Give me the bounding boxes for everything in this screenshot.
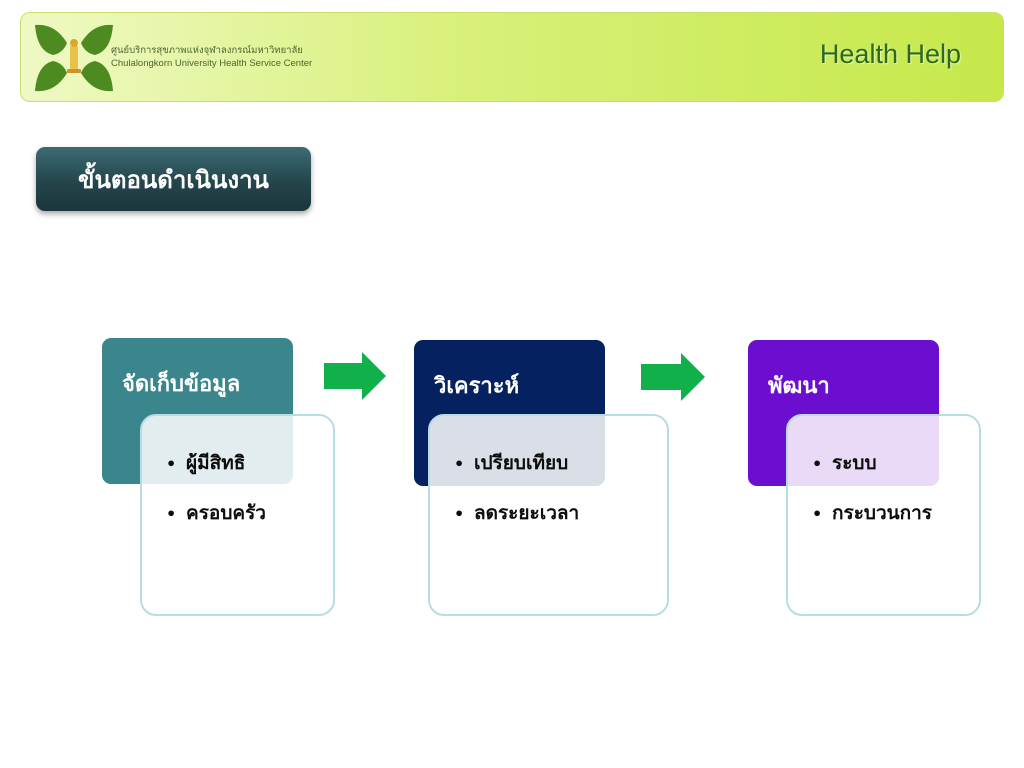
logo-text-thai: ศูนย์บริการสุขภาพแห่งจุฬาลงกรณ์มหาวิทยาล… [111,45,303,56]
bullet-text: ครอบครัว [186,502,266,524]
step-1-bullet-2: • ครอบครัว [166,498,333,548]
step-2-title: วิเคราะห์ [434,373,520,399]
section-title: ขั้นตอนดำเนินงาน [36,147,311,211]
bullet-text: เปรียบเทียบ [474,452,569,474]
step-3-title: พัฒนา [768,373,830,399]
header-banner: ศูนย์บริการสุขภาพแห่งจุฬาลงกรณ์มหาวิทยาล… [20,12,1004,102]
bullet-dot: • [454,504,465,523]
logo-text: ศูนย์บริการสุขภาพแห่งจุฬาลงกรณ์มหาวิทยาล… [111,44,331,70]
bullet-dot: • [454,454,465,473]
bullet-dot: • [812,504,823,523]
step-3-card: • ระบบ • กระบวนการ [786,414,981,616]
step-2-bullet-1: • เปรียบเทียบ [454,448,667,498]
step-1-title: จัดเก็บข้อมูล [122,371,241,397]
bullet-text: กระบวนการ [832,502,933,524]
step-3-bullet-2: • กระบวนการ [812,498,979,548]
step-1-bullet-1: • ผู้มีสิทธิ [166,448,333,498]
logo-text-english: Chulalongkorn University Health Service … [111,58,313,69]
step-1-card: • ผู้มีสิทธิ • ครอบครัว [140,414,335,616]
right-arrow-icon [641,353,705,401]
bullet-text: ระบบ [832,452,877,474]
bullet-dot: • [166,504,177,523]
bullet-text: ลดระยะเวลา [474,502,580,524]
bullet-dot: • [166,454,177,473]
step-2-bullet-2: • ลดระยะเวลา [454,498,667,548]
bullet-dot: • [812,454,823,473]
step-2-card: • เปรียบเทียบ • ลดระยะเวลา [428,414,669,616]
cross-leaf-logo-icon [35,24,113,92]
header-title: Health Help [819,39,961,69]
right-arrow-icon [324,352,386,400]
step-3-bullet-1: • ระบบ [812,448,979,498]
bullet-text: ผู้มีสิทธิ [186,452,246,474]
